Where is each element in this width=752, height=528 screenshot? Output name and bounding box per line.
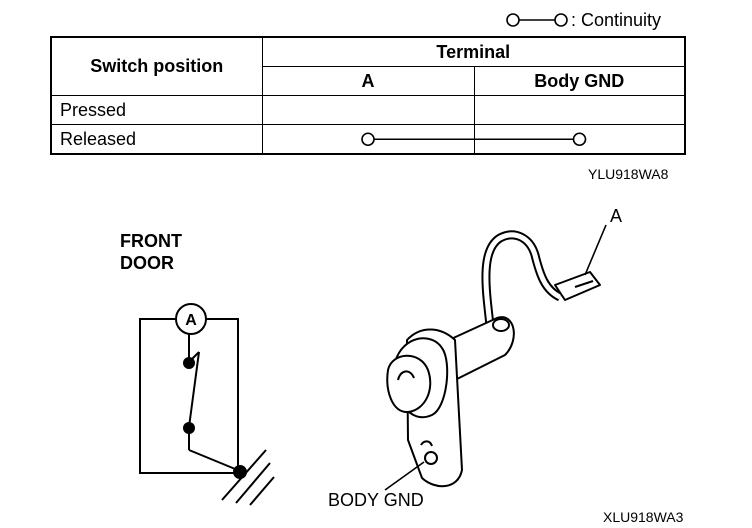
body-gnd-label: BODY GND [328, 490, 424, 510]
switch-position-header: Switch position [50, 36, 263, 96]
ground-connection-dot [233, 465, 247, 479]
front-door-switch-schematic [139, 318, 275, 506]
wire-harness-outer [481, 230, 563, 326]
front-door-label: FRONT DOOR [120, 230, 182, 274]
legend-text: : Continuity [571, 9, 662, 30]
switch-blade [188, 351, 200, 428]
continuity-marks [361, 132, 587, 147]
switch-contact-dot [183, 357, 195, 369]
switch-to-ground-wire [188, 449, 241, 472]
terminal-a-label: A [610, 206, 623, 226]
ammeter-icon [175, 303, 207, 335]
table-figure-code: YLU918WA8 [588, 166, 669, 182]
connector-detail [574, 280, 594, 288]
terminal-a-leader-line [584, 224, 607, 276]
front-door-line-1: FRONT [120, 231, 182, 251]
pressed-terminal-a-cell [261, 95, 475, 125]
plunger-highlight [397, 370, 415, 381]
wire-harness-inner [483, 232, 562, 326]
switch-contact-dot [183, 422, 195, 434]
row-label-pressed: Pressed [50, 95, 263, 125]
schematic-left-wire [139, 318, 240, 474]
continuity-table: Switch position Terminal A Body GND Pres… [50, 36, 686, 155]
door-switch-illustration [386, 230, 601, 488]
continuity-terminal-circle [361, 132, 375, 147]
terminal-header: Terminal [261, 36, 686, 67]
ground-screw-hole [424, 451, 438, 465]
schematic-right-wire [206, 318, 239, 473]
ground-hatch-2 [235, 462, 271, 504]
row-label-released: Released [50, 124, 263, 155]
ammeter-label: A [185, 312, 197, 329]
front-door-line-2: DOOR [120, 253, 174, 273]
screw-hole-arc [420, 440, 433, 447]
switch-plunger [386, 354, 432, 414]
ground-hatch-3 [249, 476, 275, 506]
continuity-symbol-icon [506, 13, 568, 27]
barrel-end [492, 318, 510, 332]
body-gnd-leader-line [384, 461, 425, 491]
table-row: Pressed [50, 95, 686, 125]
diagram-figure-code: XLU918WA3 [603, 509, 684, 525]
continuity-legend: : Continuity [505, 8, 661, 32]
continuity-terminal-circle [572, 132, 587, 147]
pressed-body-gnd-cell [473, 95, 686, 125]
